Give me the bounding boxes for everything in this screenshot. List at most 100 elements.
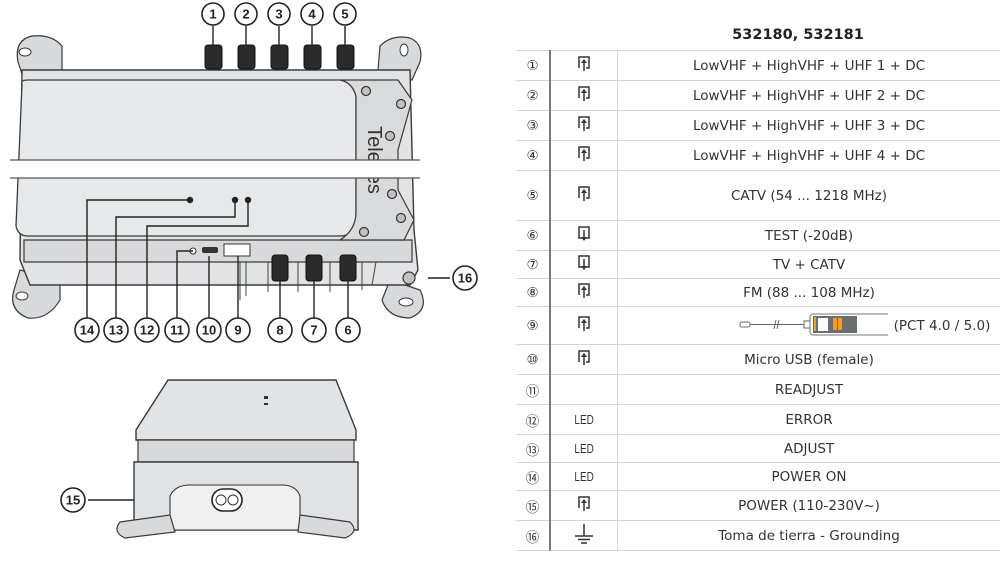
table-row: ⑦ TV + CATV — [516, 250, 1000, 279]
row-number: ⑦ — [516, 250, 551, 279]
callout-16: 16 — [452, 265, 478, 291]
port-description: LowVHF + HighVHF + UHF 3 + DC — [617, 110, 1000, 141]
port-description: LowVHF + HighVHF + UHF 1 + DC — [617, 50, 1000, 81]
input-arrow-icon — [550, 170, 618, 221]
connector-8 — [271, 254, 289, 282]
model-header: 532180, 532181 — [732, 27, 864, 43]
top-view: Televes — [10, 35, 424, 319]
power-inlet — [211, 488, 243, 512]
port-description: READJUST — [617, 374, 1000, 405]
connector-7 — [305, 254, 323, 282]
callout-9: 9 — [225, 317, 251, 343]
callout-1: 1 — [201, 2, 225, 26]
side-view — [116, 379, 359, 539]
led-text: LED — [574, 469, 594, 484]
connector-2 — [237, 44, 256, 70]
top-connectors — [204, 44, 355, 70]
side-view-top — [135, 379, 357, 441]
port-table-container: 532180, 532181 ① LowVHF + HighVHF + UHF 1… — [516, 20, 1000, 551]
input-arrow-icon — [550, 140, 618, 171]
micro-usb-port — [202, 247, 218, 253]
svg-text:12: 12 — [140, 323, 154, 338]
row-number: ⑫ — [516, 404, 551, 435]
pct-programmer-icon — [738, 312, 891, 340]
port-description: Toma de tierra - Grounding — [617, 520, 1000, 551]
svg-text:14: 14 — [80, 323, 95, 338]
led-label: LED — [550, 462, 618, 491]
port-description: POWER ON — [617, 462, 1000, 491]
screw — [360, 85, 372, 97]
svg-text:5: 5 — [341, 7, 348, 22]
port-description: POWER (110-230V~) — [617, 490, 1000, 521]
callout-15: 15 — [60, 487, 86, 513]
port-description: LowVHF + HighVHF + UHF 4 + DC — [617, 140, 1000, 171]
screw — [384, 130, 396, 142]
led-label: LED — [550, 404, 618, 435]
input-arrow-icon — [550, 344, 618, 375]
table-row: ⑮ POWER (110-230V~) — [516, 490, 1000, 521]
pct-port — [223, 243, 251, 257]
svg-text:1: 1 — [209, 7, 216, 22]
callout-11: 11 — [164, 317, 190, 343]
callout-3: 3 — [267, 2, 291, 26]
row-number: ⑥ — [516, 220, 551, 251]
callout-6: 6 — [335, 317, 361, 343]
row-number: ⑨ — [516, 306, 551, 345]
input-arrow-icon — [550, 278, 618, 307]
row-number: ⑪ — [516, 374, 551, 405]
port-description: TV + CATV — [617, 250, 1000, 279]
connector-4 — [303, 44, 322, 70]
callout-5: 5 — [333, 2, 357, 26]
connector-5 — [336, 44, 355, 70]
row-number: ④ — [516, 140, 551, 171]
callout-14: 14 — [74, 317, 100, 343]
callouts: 1 2 3 4 5 14 13 12 11 10 9 8 7 6 16 15 — [60, 2, 478, 513]
svg-text:6: 6 — [344, 323, 351, 338]
connector-3 — [270, 44, 289, 70]
svg-text:3: 3 — [275, 7, 282, 22]
mount-ear-top-right — [377, 36, 422, 81]
pct-label: (PCT 4.0 / 5.0) — [893, 317, 991, 334]
row-number: ① — [516, 50, 551, 81]
table-row: ④ LowVHF + HighVHF + UHF 4 + DC — [516, 140, 1000, 171]
cut-band — [10, 160, 420, 178]
table-row: ① LowVHF + HighVHF + UHF 1 + DC — [516, 50, 1000, 81]
mount-ear-top-left — [16, 35, 63, 81]
side-view-foot-left — [116, 514, 176, 539]
svg-text:16: 16 — [458, 271, 472, 286]
row-number: ⑤ — [516, 170, 551, 221]
empty-icon-cell — [550, 374, 618, 405]
port-description: LowVHF + HighVHF + UHF 2 + DC — [617, 80, 1000, 111]
callout-8: 8 — [267, 317, 293, 343]
screw — [358, 226, 370, 238]
svg-text:4: 4 — [308, 7, 316, 22]
table-row: ⑭ LED POWER ON — [516, 462, 1000, 491]
callout-13: 13 — [103, 317, 129, 343]
callout-4: 4 — [300, 2, 324, 26]
svg-text:10: 10 — [202, 323, 216, 338]
input-arrow-icon — [550, 110, 618, 141]
front-panel — [15, 79, 357, 237]
svg-text:11: 11 — [170, 323, 184, 338]
screw — [395, 98, 407, 110]
port-description: Micro USB (female) — [617, 344, 1000, 375]
input-arrow-icon — [550, 306, 618, 345]
svg-text:7: 7 — [310, 323, 317, 338]
callout-2: 2 — [234, 2, 258, 26]
connector-6 — [339, 254, 357, 282]
row-number: ⑭ — [516, 462, 551, 491]
row-number: ⑬ — [516, 434, 551, 463]
row-number: ⑮ — [516, 490, 551, 521]
output-arrow-icon — [550, 250, 618, 279]
table-row: ⑨ (PCT 4.0 / 5.0) — [516, 306, 1000, 345]
svg-text:8: 8 — [276, 323, 283, 338]
